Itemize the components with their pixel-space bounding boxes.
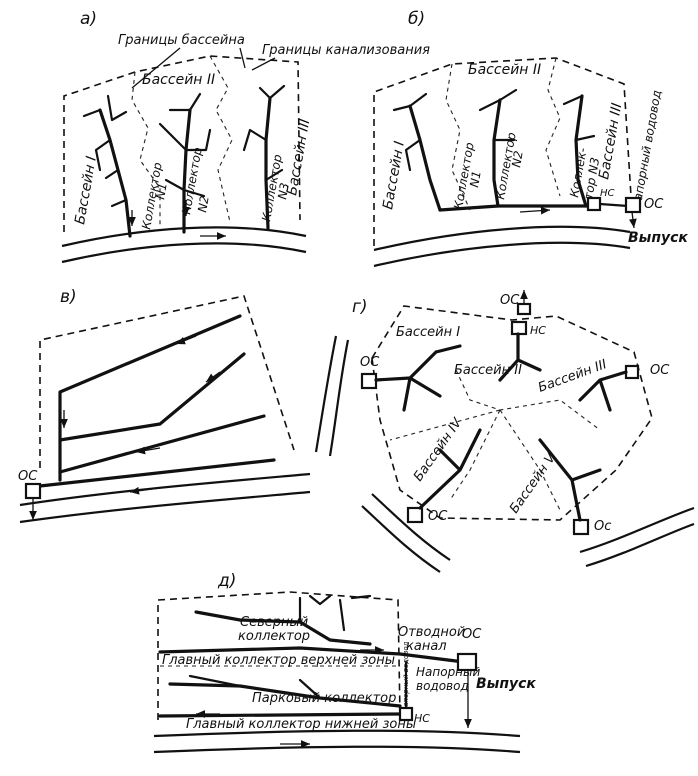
label-b-pressure: Напорный водовод [629, 89, 664, 210]
pump-station-d [398, 706, 414, 722]
sewerage-boundary-a [63, 55, 301, 232]
label-g-os2: ОС [500, 293, 520, 308]
label-d-main-lower: Главный коллектор нижней зоны [186, 717, 416, 732]
basin-boundary-a2 [209, 55, 233, 223]
label-b-basin1: Бассейн I [380, 140, 408, 211]
collector-v3 [58, 414, 266, 474]
panel-d-letter: д) [217, 571, 236, 591]
sewerage-boundary-d [157, 591, 401, 720]
treatment-plant-g5 [572, 518, 590, 536]
river-a [61, 226, 307, 248]
label-g-os3: ОС [650, 363, 670, 378]
label-d-channel1: Отводной [398, 625, 465, 640]
label-a-basin2: Бассейн II [142, 72, 215, 88]
label-b-ns: НС [600, 188, 615, 199]
sewerage-boundary-b [373, 57, 633, 246]
panel-v-letter: в) [60, 287, 77, 307]
sewerage-boundary-v [39, 295, 295, 468]
treatment-plant-b [624, 196, 642, 214]
label-d-pressure2: водовод [416, 679, 469, 693]
label-g-os1: ОС [360, 355, 380, 370]
label-a-coll3n: N3 [275, 182, 292, 201]
panel-g-letter: г) [352, 297, 368, 317]
label-a-basin1: Бассейн I [72, 155, 100, 226]
label-b-basin3: Бассейн III [596, 102, 625, 181]
label-d-outlet: Выпуск [476, 676, 536, 692]
pump-station-g [510, 320, 528, 336]
label-d-north2: коллектор [238, 629, 310, 644]
treatment-plant-g3 [624, 364, 640, 380]
sewerage-boundary-g [371, 305, 653, 521]
panel-b-letter: б) [408, 9, 425, 29]
park-collector [168, 682, 402, 708]
river-d [153, 729, 521, 738]
pressure-main-b [598, 202, 630, 208]
label-g-basin1: Бассейн I [396, 325, 460, 340]
panel-g: г) Бассейн I Бассейн II Бассейн III Басс… [314, 290, 695, 573]
panel-a: а) Границы бассейна Границы канализовани… [61, 9, 430, 264]
label-basin-bounds: Границы бассейна [118, 33, 245, 48]
label-b-outlet: Выпуск [628, 230, 688, 246]
treatment-plant-d [456, 652, 478, 672]
label-g-ns: НС [530, 324, 546, 337]
treatment-plant-g4 [406, 506, 424, 524]
treatment-plant-g2 [516, 302, 532, 316]
panel-d: д) Северный коллектор Главный коллектор … [153, 571, 536, 754]
label-g-os4: ОС [428, 509, 448, 524]
treatment-plant-v [24, 482, 42, 500]
river-v [19, 472, 311, 507]
label-d-channel2: канал [406, 639, 447, 654]
label-d-os: ОС [462, 627, 482, 642]
label-g-basin5: Бассейн V [507, 450, 560, 516]
collector-a3 [264, 96, 272, 230]
treatment-plant-g1 [360, 372, 378, 390]
label-sewer-bounds: Границы канализования [262, 43, 430, 58]
label-g-basin3: Бассейн III [536, 357, 609, 396]
label-b-coll2n: N2 [509, 150, 526, 169]
pump-station-b [586, 196, 602, 212]
label-v-os: ОС [18, 469, 38, 484]
label-b-coll1n: N1 [467, 170, 484, 189]
label-d-ns: НС [414, 712, 430, 725]
label-a-coll1n: N1 [153, 182, 170, 201]
main-upper-collector [158, 646, 466, 664]
panel-a-letter: а) [80, 9, 97, 29]
label-b-os: ОС [644, 197, 664, 212]
label-b-basin2: Бассейн II [468, 62, 541, 78]
label-a-coll2n: N2 [195, 195, 212, 214]
label-d-main-upper: Главный коллектор верхней зоны [162, 653, 395, 668]
collector-v1 [58, 314, 242, 482]
collector-v2 [58, 352, 246, 442]
panel-v: в) ОС [18, 287, 311, 524]
collector-v4 [38, 458, 276, 488]
label-g-os5: Ос [594, 519, 611, 534]
